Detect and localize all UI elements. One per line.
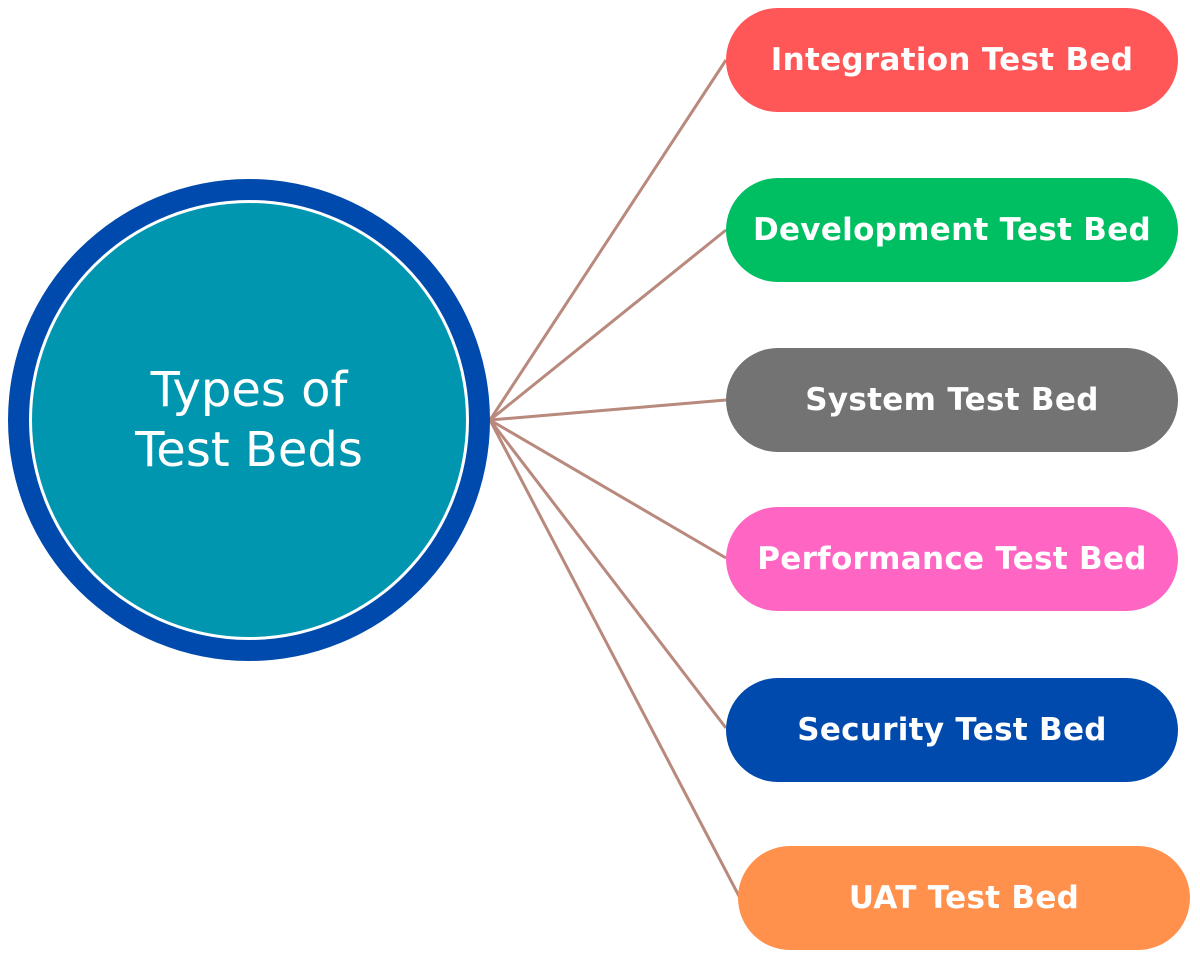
- center-title-line2: Test Beds: [135, 422, 363, 478]
- pill-integration-test-bed: Integration Test Bed: [726, 8, 1178, 112]
- pill-uat-test-bed: UAT Test Bed: [738, 846, 1190, 950]
- pill-security-test-bed: Security Test Bed: [726, 678, 1178, 782]
- connector-line: [488, 419, 728, 729]
- connector-line: [488, 419, 742, 899]
- center-title-line1: Types of: [150, 362, 348, 418]
- connector-line: [489, 418, 727, 560]
- pill-performance-test-bed: Performance Test Bed: [726, 507, 1178, 611]
- pill-system-test-bed: System Test Bed: [726, 348, 1178, 452]
- connector-line: [489, 228, 727, 422]
- connector-line: [488, 59, 728, 421]
- connector-line: [489, 398, 727, 422]
- pill-development-test-bed: Development Test Bed: [726, 178, 1178, 282]
- center-circle: Types of Test Beds: [29, 200, 469, 640]
